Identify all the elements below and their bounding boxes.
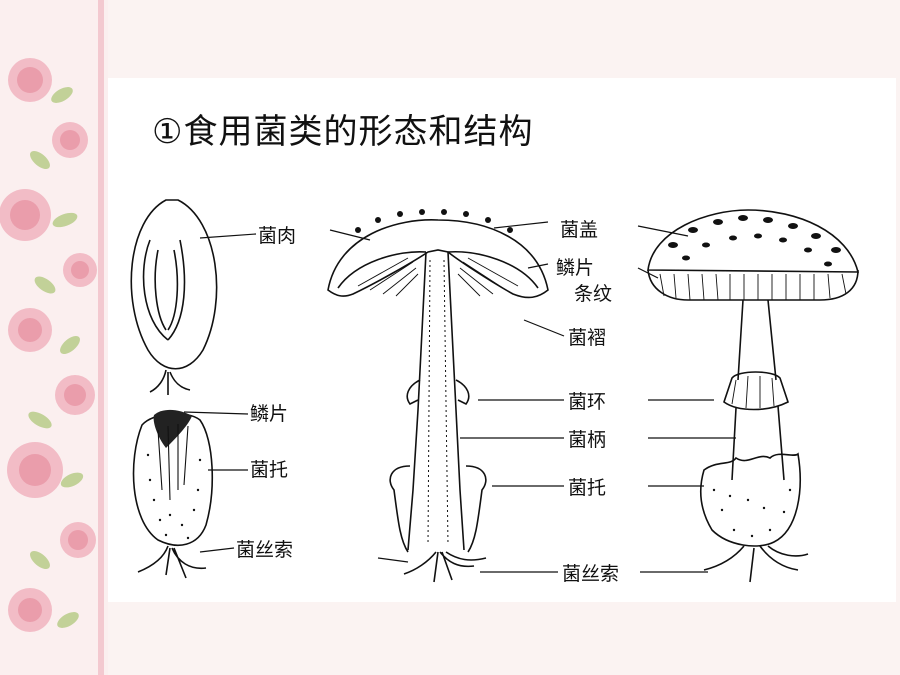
label-gills: 菌褶: [568, 327, 606, 349]
label-scales-right: 鳞片: [556, 257, 594, 279]
mature-mushroom: [647, 209, 860, 583]
label-cap: 菌盖: [560, 219, 598, 241]
label-flesh: 菌肉: [258, 225, 296, 247]
young-mushroom-volva: [132, 409, 213, 579]
label-volva-mid: 菌托: [568, 477, 606, 499]
young-mushroom-section: [130, 199, 218, 395]
label-stripes: 条纹: [574, 283, 612, 305]
mushroom-structure-diagram: 菌肉 鳞片 菌托 菌丝索 菌盖 鳞片 条纹 菌褶 菌环 菌柄 菌托 菌丝索: [130, 199, 860, 585]
label-mycelium-mid: 菌丝索: [562, 563, 619, 585]
rose-cluster: [0, 58, 97, 632]
label-stipe: 菌柄: [568, 429, 606, 451]
label-scales-left: 鳞片: [250, 403, 288, 425]
label-mycelium-left: 菌丝索: [236, 539, 293, 561]
mushroom-longitudinal-section: [327, 209, 549, 583]
floral-border: [0, 0, 108, 675]
page-title: ①食用菌类的形态和结构: [152, 112, 534, 152]
label-ring: 菌环: [568, 391, 606, 413]
leader-lines: [183, 221, 736, 573]
content-panel: [108, 78, 896, 602]
label-volva-left: 菌托: [250, 459, 288, 481]
